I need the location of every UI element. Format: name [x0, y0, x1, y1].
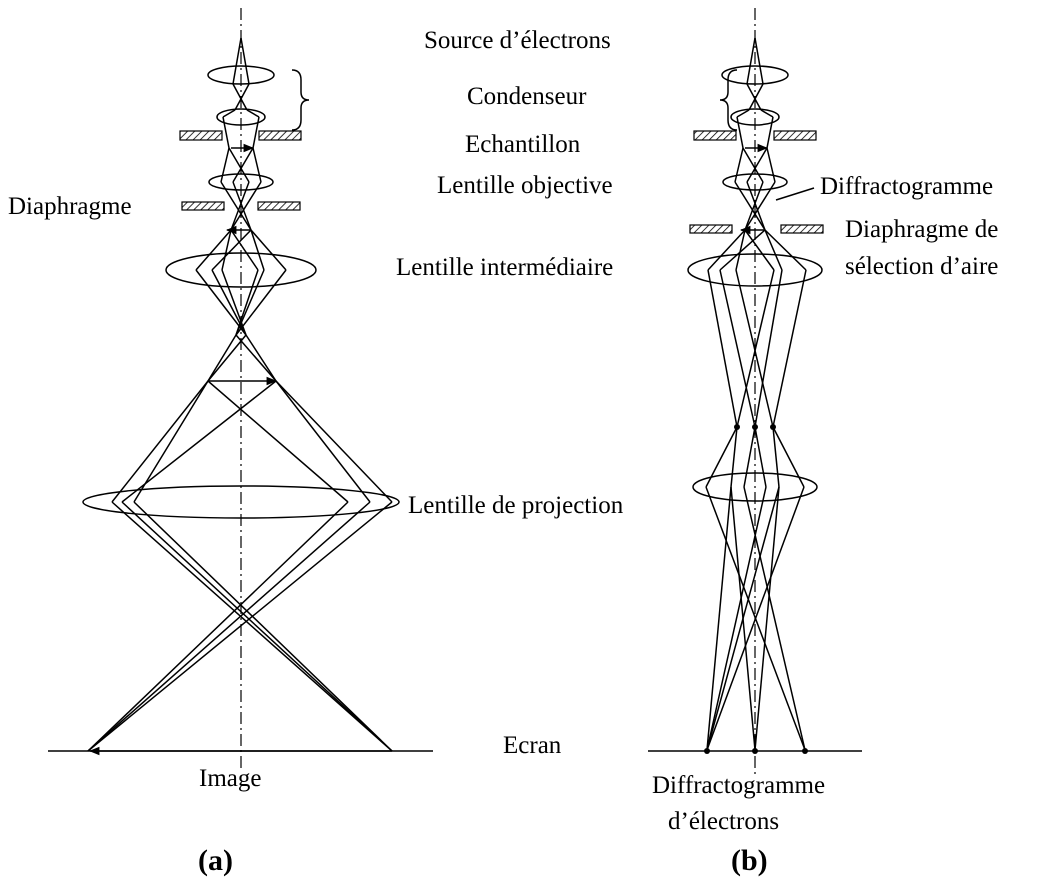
intermediate-rays-a — [195, 229, 287, 336]
projection-rays-b — [705, 426, 806, 751]
screen-spot-center — [752, 748, 758, 754]
objective-aperture-right-a — [257, 201, 301, 211]
objective-lens-b — [722, 173, 788, 191]
label-aperture-a: Diaphragme — [8, 193, 132, 220]
label-diffractogram: Diffractogramme — [820, 173, 993, 200]
label-projection: Lentille de projection — [408, 492, 624, 519]
sample-holder-right-b — [773, 130, 817, 141]
condenser-lens-1-a — [207, 65, 275, 85]
sad-aperture-right-b — [780, 224, 824, 234]
intermediate-lens-a — [165, 252, 317, 288]
caption-a: (a) — [198, 844, 233, 877]
objective-aperture-left-a — [181, 201, 225, 211]
projection-rays-a — [87, 380, 393, 752]
sample-holder-left-b — [693, 130, 737, 141]
condenser-lens-1-b — [721, 65, 789, 85]
label-image: Image — [199, 765, 261, 792]
label-screen: Ecran — [503, 732, 562, 759]
label-ed-line1: Diffractogramme — [652, 772, 825, 799]
label-sad-line1: Diaphragme de — [845, 216, 998, 243]
sad-aperture-left-b — [689, 224, 733, 234]
sample-holder-right-a — [258, 130, 302, 141]
crossover-rays-a — [207, 334, 277, 382]
screen-spot-left — [704, 748, 710, 754]
intermediate-lens-b — [687, 253, 823, 287]
intermediate-rays-b — [707, 229, 807, 428]
label-sample: Echantillon — [465, 131, 581, 158]
screen-spot-right — [802, 748, 808, 754]
condenser-lens-2-b — [730, 108, 780, 126]
diagram-a — [48, 8, 433, 770]
electron-source-a — [222, 37, 260, 149]
diffractogram-pointer — [775, 187, 815, 201]
condenser-brace-b — [719, 69, 738, 131]
projection-lens-a — [82, 485, 400, 519]
caption-b: (b) — [731, 844, 768, 877]
projection-lens-b — [692, 472, 818, 502]
condenser-lens-2-a — [216, 108, 266, 126]
label-condenser: Condenseur — [467, 83, 587, 110]
diagram-b — [648, 8, 862, 775]
label-intermediate: Lentille intermédiaire — [396, 254, 613, 281]
label-source: Source d’électrons — [424, 27, 611, 54]
label-objective: Lentille objective — [437, 172, 613, 199]
objective-lens-a — [208, 173, 274, 191]
condenser-brace-a — [291, 69, 310, 131]
label-ed-line2: d’électrons — [668, 808, 779, 835]
sample-holder-left-a — [179, 130, 223, 141]
label-sad-line2: sélection d’aire — [845, 253, 998, 280]
